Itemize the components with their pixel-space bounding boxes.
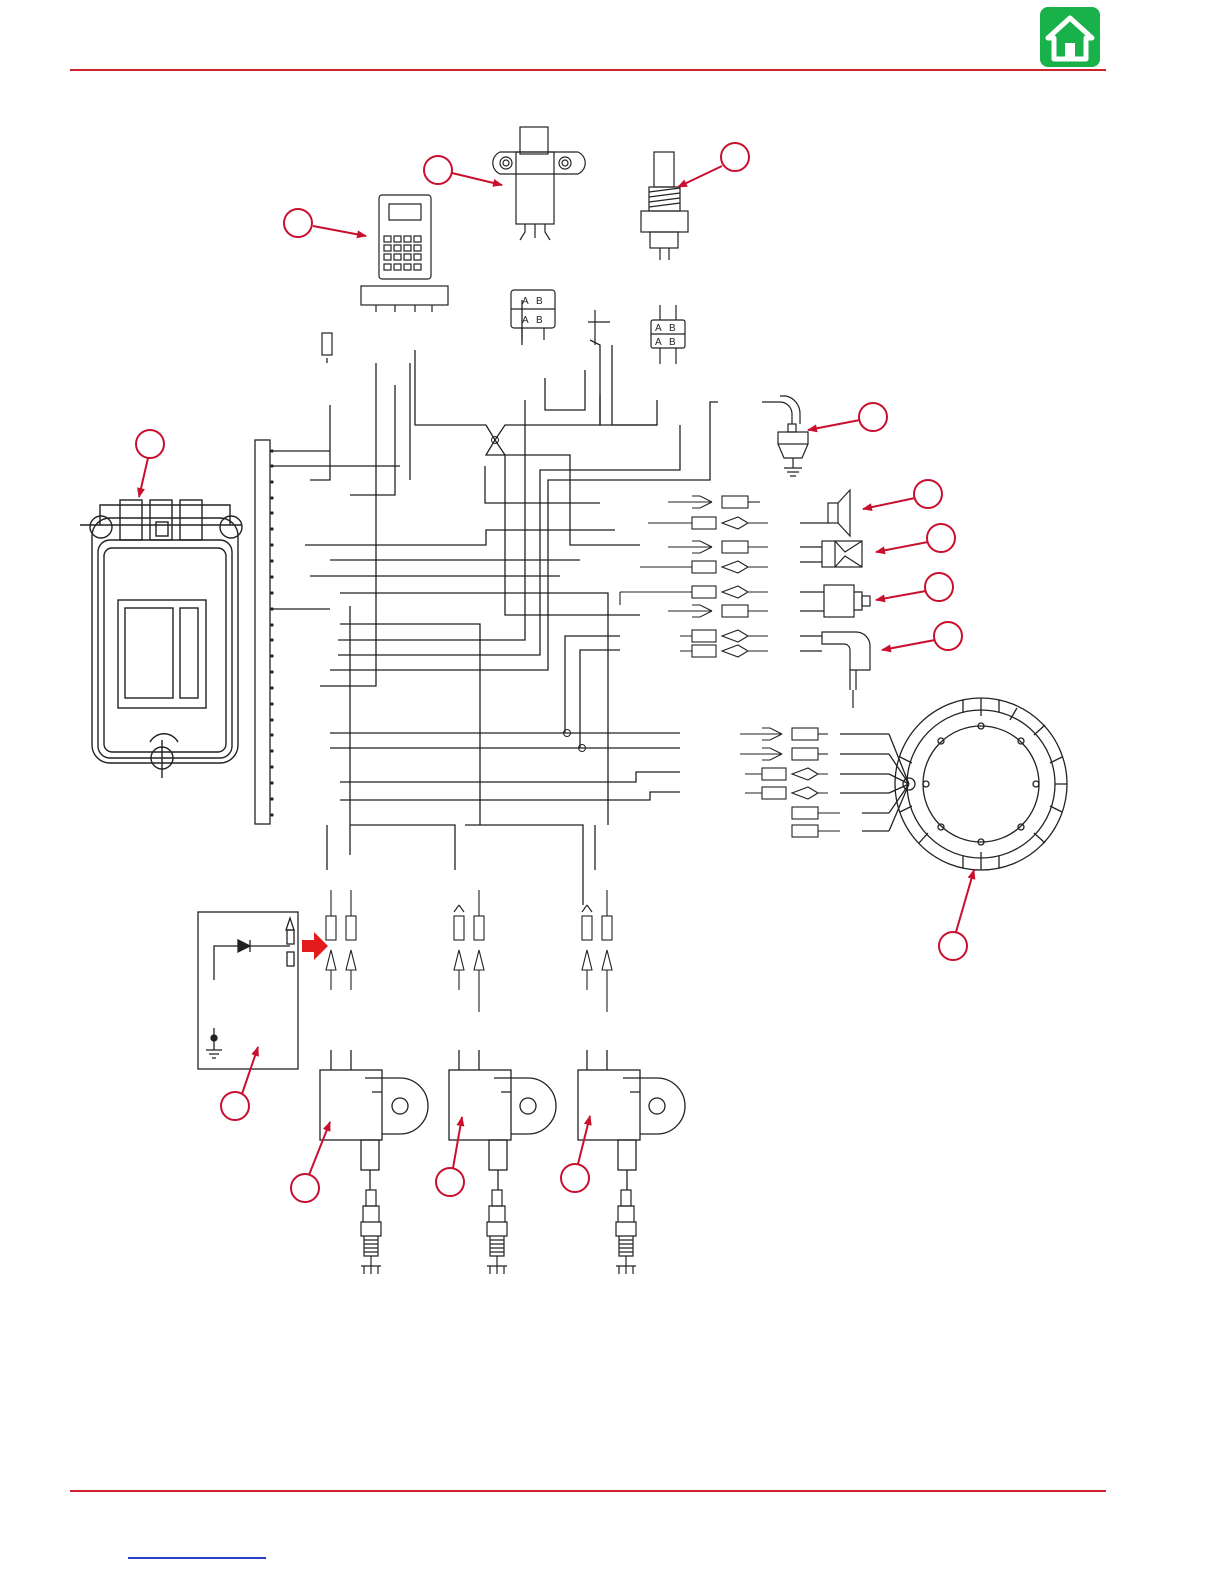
rectifier-diode-box xyxy=(198,912,298,1069)
callout-stator xyxy=(939,870,974,960)
callout-temperature-sender xyxy=(808,403,887,431)
connector-b-label: B xyxy=(536,296,543,307)
connector-a-label: A xyxy=(522,315,529,326)
callout-ecm xyxy=(136,430,164,497)
ignition-coil-1 xyxy=(320,1050,428,1190)
callout-neutral-switch xyxy=(876,573,953,601)
connector-b-label: B xyxy=(669,323,676,334)
ignition-coil-3 xyxy=(578,1050,685,1190)
insertion-arrow xyxy=(302,932,328,960)
neutral-switch xyxy=(800,585,870,617)
ignition-switch xyxy=(493,127,585,340)
stator-assembly xyxy=(840,698,1067,870)
horn xyxy=(800,490,850,536)
connector-a-label: A xyxy=(655,323,662,334)
connector-a-label: A xyxy=(655,337,662,348)
connector-b-label: B xyxy=(669,337,676,348)
lanyard-switch xyxy=(800,541,862,567)
temperature-sender xyxy=(762,396,808,476)
ignition-coil-2 xyxy=(449,1050,556,1190)
angle-sensor xyxy=(800,632,870,708)
callout-angle-sensor xyxy=(882,622,962,650)
connector-b-label: B xyxy=(536,315,543,326)
terminal-pins xyxy=(270,437,585,817)
callout-keypad xyxy=(284,209,366,237)
callout-lanyard-switch xyxy=(876,524,955,552)
callout-coil-2 xyxy=(436,1117,464,1196)
keypad-module xyxy=(322,195,448,355)
callout-coil-3 xyxy=(561,1116,590,1192)
spark-plug-2 xyxy=(487,1190,507,1274)
callout-coil-1 xyxy=(291,1122,330,1202)
connector-a-label: A xyxy=(522,296,529,307)
callout-sensor-probe xyxy=(678,143,749,187)
ecm-module xyxy=(80,500,242,778)
coil-lead-connectors xyxy=(326,890,612,1012)
spark-plug-3 xyxy=(616,1190,636,1274)
callout-horn xyxy=(863,480,942,509)
callout-ignition-switch xyxy=(424,156,502,185)
wiring-harness xyxy=(255,300,718,905)
callout-rectifier xyxy=(221,1047,258,1120)
spark-plug-1 xyxy=(361,1190,381,1274)
